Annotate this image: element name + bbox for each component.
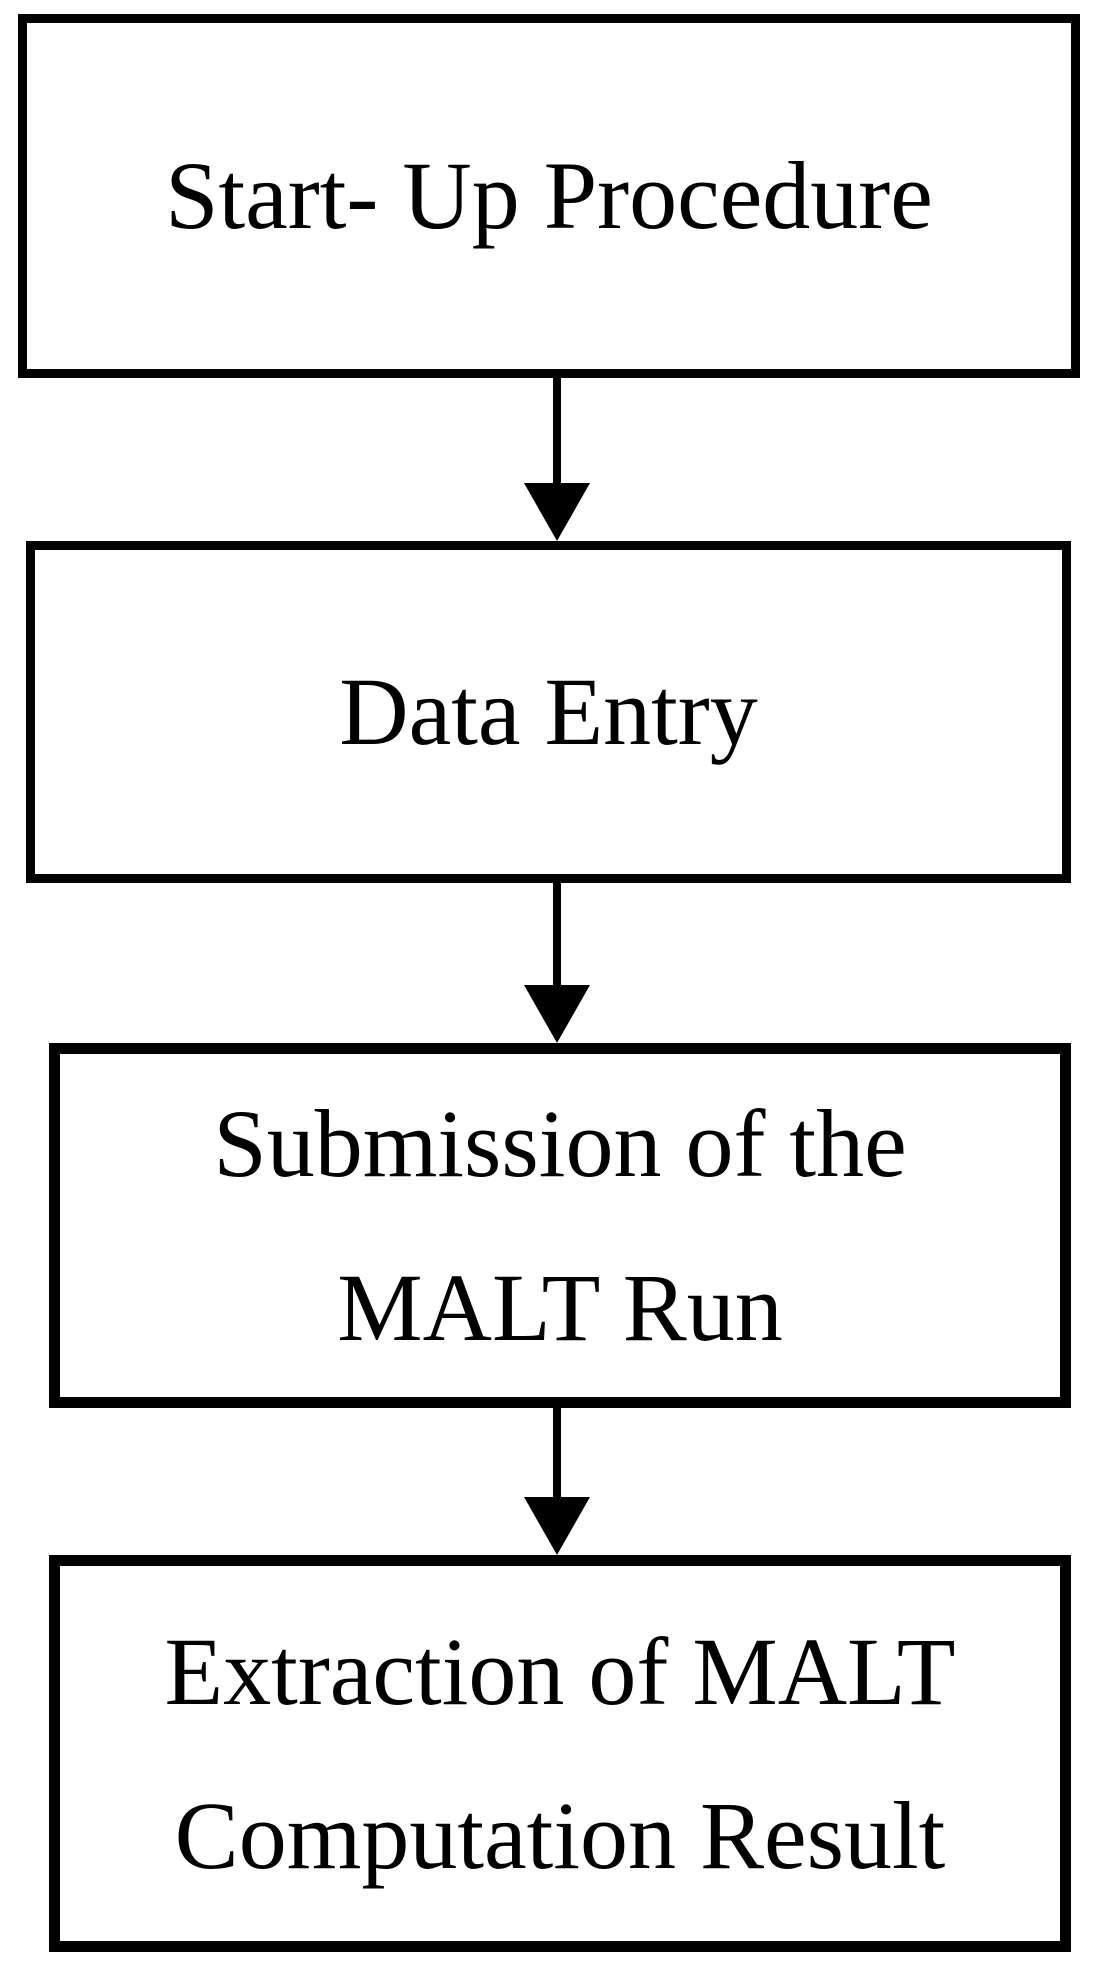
flow-step-start-up-procedure: Start- Up Procedure bbox=[18, 14, 1080, 378]
flow-step-label-line2: Computation Result bbox=[174, 1781, 946, 1889]
flow-step-data-entry: Data Entry bbox=[26, 541, 1071, 883]
connector-arrow-2 bbox=[524, 883, 590, 1043]
arrow-down-icon bbox=[524, 1497, 590, 1555]
connector-arrow-1 bbox=[524, 378, 590, 541]
arrow-down-icon bbox=[524, 985, 590, 1043]
flow-step-label: Data Entry bbox=[339, 658, 758, 766]
flow-step-label: Extraction of MALT bbox=[164, 1618, 956, 1726]
arrow-shaft bbox=[553, 1408, 561, 1505]
arrow-down-icon bbox=[524, 483, 590, 541]
connector-arrow-3 bbox=[524, 1408, 590, 1555]
arrow-shaft bbox=[553, 378, 561, 491]
flow-step-label: Start- Up Procedure bbox=[165, 142, 933, 250]
flow-step-label: Submission of the bbox=[213, 1090, 907, 1198]
flow-step-label-line2: MALT Run bbox=[337, 1253, 783, 1361]
arrow-shaft bbox=[553, 883, 561, 993]
flow-step-extraction-of-malt-result: Extraction of MALT Computation Result bbox=[49, 1555, 1071, 1952]
flow-step-submission-of-malt-run: Submission of the MALT Run bbox=[49, 1043, 1071, 1408]
